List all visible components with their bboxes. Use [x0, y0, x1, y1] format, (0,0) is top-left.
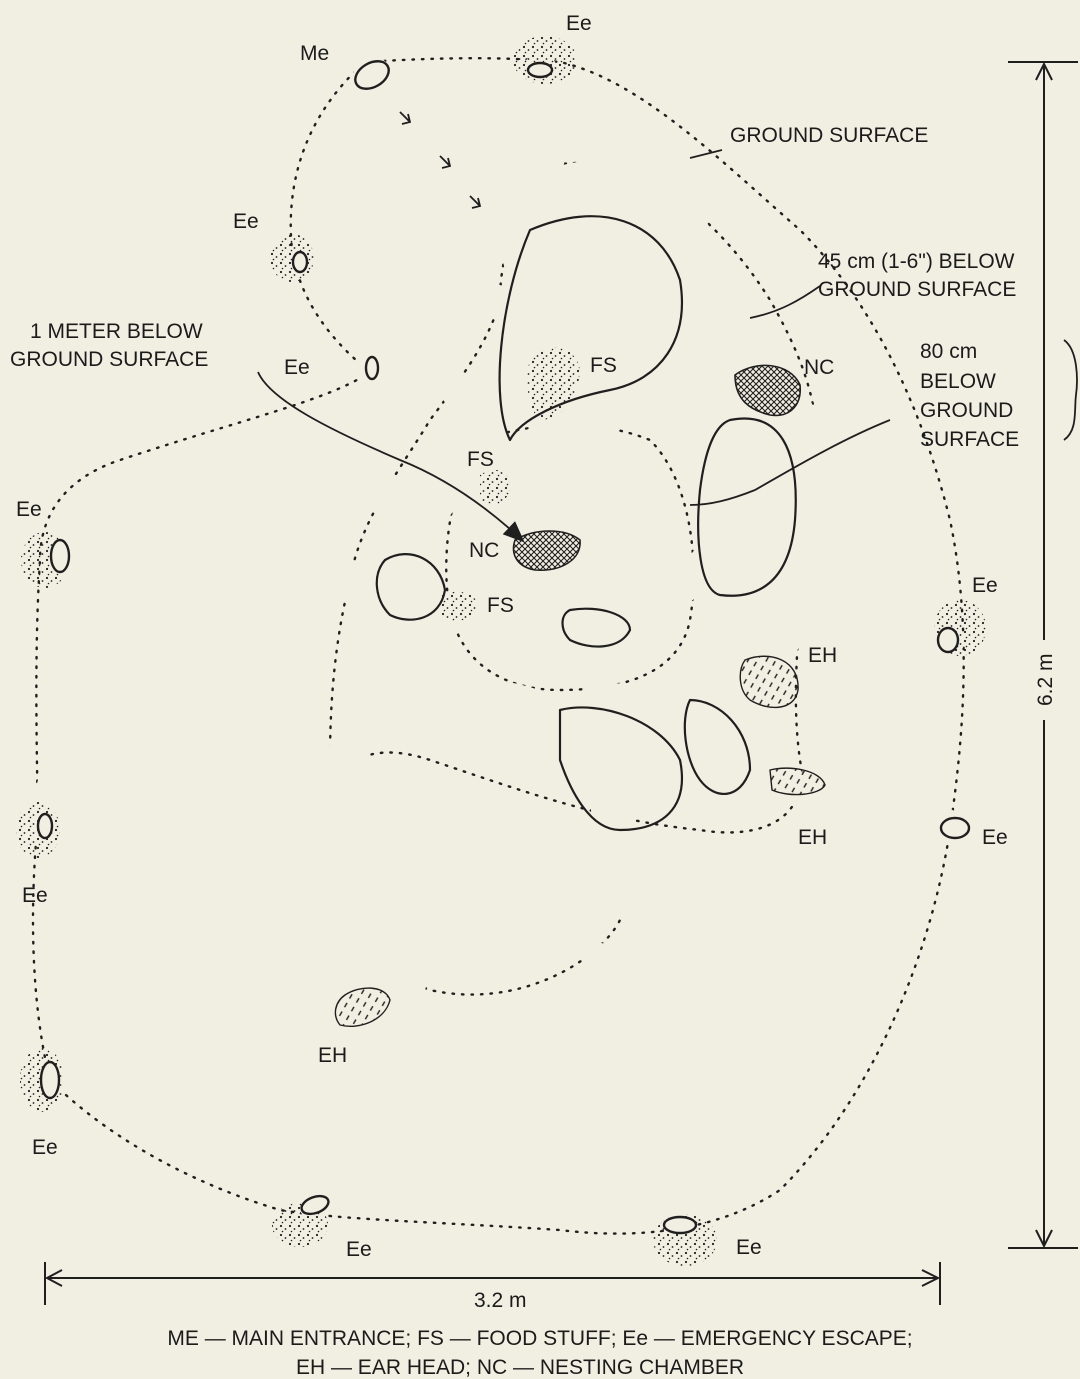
- legend-line-1: ME — MAIN ENTRANCE; FS — FOOD STUFF; Ee …: [167, 1327, 912, 1350]
- ear-head-right: [740, 656, 798, 707]
- ear-head-lower-right: [770, 768, 825, 794]
- nesting-chamber-center: [514, 531, 581, 570]
- label-fs-upper: FS: [590, 354, 617, 377]
- label-ee-left-lower: Ee: [22, 884, 48, 907]
- right-edge-brace: [1064, 340, 1077, 440]
- depth-45cm-label-2: GROUND SURFACE: [818, 278, 1016, 301]
- depth-80cm-label-1: 80 cm: [920, 340, 977, 363]
- height-dimension-label: 6.2 m: [1034, 653, 1057, 706]
- label-ee-top: Ee: [566, 12, 592, 35]
- label-ee-bottom-left: Ee: [32, 1136, 58, 1159]
- label-main-entrance: Me: [300, 42, 329, 65]
- label-fs-middle: FS: [467, 448, 494, 471]
- label-ee-right-lower: Ee: [982, 826, 1008, 849]
- label-eh-right: EH: [808, 644, 837, 667]
- depth-80cm-label-2: BELOW: [920, 370, 996, 393]
- depth-1m-label-2: GROUND SURFACE: [10, 348, 208, 371]
- food-stuff-middle: [480, 470, 510, 505]
- label-ee-bottom-right: Ee: [736, 1236, 762, 1259]
- depth-1m-label-1: 1 METER BELOW: [30, 320, 203, 343]
- label-nc-center: NC: [469, 539, 499, 562]
- label-ee-right: Ee: [972, 574, 998, 597]
- depth-45cm-leader: [750, 286, 820, 318]
- depth-45cm-label-1: 45 cm (1-6") BELOW: [818, 250, 1015, 273]
- label-ee-left: Ee: [16, 498, 42, 521]
- ground-surface-label: GROUND SURFACE: [730, 124, 928, 147]
- label-fs-lower: FS: [487, 594, 514, 617]
- legend-line-2: EH — EAR HEAD; NC — NESTING CHAMBER: [296, 1356, 744, 1379]
- label-ee-short: Ee: [284, 356, 310, 379]
- label-eh-lower-right: EH: [798, 826, 827, 849]
- depth-80cm-label-3: GROUND: [920, 399, 1013, 422]
- label-eh-bottom: EH: [318, 1044, 347, 1067]
- label-ee-bottom: Ee: [346, 1238, 372, 1261]
- depth-80cm-label-4: SURFACE: [920, 428, 1019, 451]
- label-ee-upper-left: Ee: [233, 210, 259, 233]
- width-dimension-label: 3.2 m: [474, 1289, 527, 1312]
- label-nc-upper: NC: [804, 356, 834, 379]
